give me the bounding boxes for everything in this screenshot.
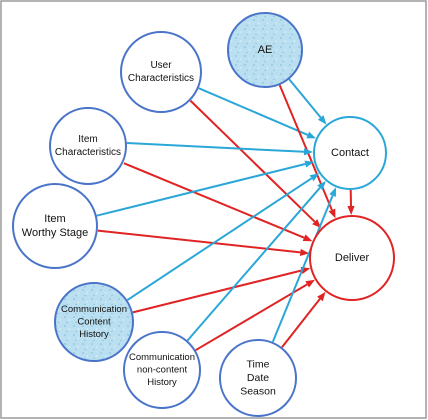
node-deliver: Deliver bbox=[309, 215, 395, 301]
edge-comm_content-to-contact bbox=[126, 173, 320, 301]
edge-time-to-contact bbox=[271, 187, 336, 343]
node-ae: AE bbox=[227, 12, 303, 88]
node-circle bbox=[227, 12, 303, 88]
node-circle bbox=[219, 339, 297, 417]
node-label-line: User bbox=[150, 60, 172, 71]
node-label-line: AE bbox=[258, 44, 273, 56]
edge-ae-to-contact bbox=[288, 78, 327, 125]
node-label-line: Deliver bbox=[335, 252, 370, 264]
edges-layer bbox=[96, 78, 355, 352]
node-label-line: Item bbox=[78, 134, 97, 145]
node-circle bbox=[123, 331, 201, 409]
arrowhead bbox=[303, 148, 313, 156]
node-contact: Contact bbox=[313, 116, 387, 190]
node-label-line: History bbox=[79, 329, 109, 340]
node-label-line: Date bbox=[247, 372, 269, 384]
edge-line bbox=[278, 84, 333, 211]
edge-line bbox=[123, 162, 305, 239]
node-circle bbox=[12, 183, 98, 269]
node-circle bbox=[49, 107, 127, 185]
edge-time-to-deliver bbox=[281, 291, 326, 348]
node-label-line: Characteristics bbox=[128, 73, 194, 84]
edge-line bbox=[281, 298, 321, 348]
arrowhead bbox=[305, 279, 315, 288]
edge-user-to-deliver bbox=[189, 99, 322, 228]
node-label-line: Content bbox=[77, 317, 111, 328]
edge-line bbox=[195, 283, 308, 352]
arrowhead bbox=[299, 248, 310, 256]
node-label-line: non-content bbox=[137, 365, 188, 376]
node-label-line: Contact bbox=[331, 147, 369, 159]
edge-line bbox=[132, 269, 302, 314]
edge-line bbox=[126, 177, 313, 301]
edge-line bbox=[271, 195, 334, 343]
edge-contact-to-deliver bbox=[347, 189, 355, 215]
arrowhead bbox=[312, 219, 322, 228]
node-circle bbox=[313, 116, 387, 190]
node-circle bbox=[309, 215, 395, 301]
node-label-line: Communication bbox=[61, 304, 127, 315]
edge-user-to-contact bbox=[198, 87, 316, 139]
edge-item_char-to-deliver bbox=[123, 162, 313, 242]
node-label-line: Season bbox=[240, 386, 276, 398]
nodes-layer: UserCharacteristicsAEItemCharacteristics… bbox=[12, 12, 395, 417]
arrowhead bbox=[328, 208, 336, 219]
arrowhead bbox=[329, 187, 336, 197]
node-circle bbox=[120, 31, 202, 113]
edge-item_char-to-contact bbox=[126, 142, 313, 156]
edge-line bbox=[96, 163, 306, 217]
arrowhead bbox=[317, 291, 326, 302]
arrowhead bbox=[309, 173, 320, 182]
node-label-line: Communication bbox=[129, 352, 195, 363]
node-label-line: Worthy Stage bbox=[22, 227, 88, 239]
edge-item_worthy-to-contact bbox=[96, 160, 315, 217]
arrowhead bbox=[306, 131, 316, 139]
edge-line bbox=[186, 187, 321, 342]
edge-line bbox=[189, 99, 316, 223]
node-label-line: Time bbox=[247, 358, 270, 370]
arrowhead bbox=[317, 181, 326, 191]
edge-comm_noncontent-to-contact bbox=[186, 181, 326, 342]
node-circle bbox=[54, 282, 134, 362]
node-label-line: Item bbox=[44, 213, 65, 225]
arrowhead bbox=[347, 205, 355, 215]
arrowhead bbox=[302, 234, 313, 242]
arrowhead bbox=[304, 160, 315, 168]
edge-line bbox=[126, 142, 305, 153]
edge-line bbox=[198, 87, 309, 136]
edge-line bbox=[288, 78, 322, 119]
arrowhead bbox=[317, 115, 327, 125]
node-label-line: Characteristics bbox=[55, 147, 121, 158]
node-label-line: History bbox=[147, 377, 177, 388]
edge-ae-to-deliver bbox=[278, 84, 336, 219]
edge-comm_noncontent-to-deliver bbox=[195, 279, 315, 352]
